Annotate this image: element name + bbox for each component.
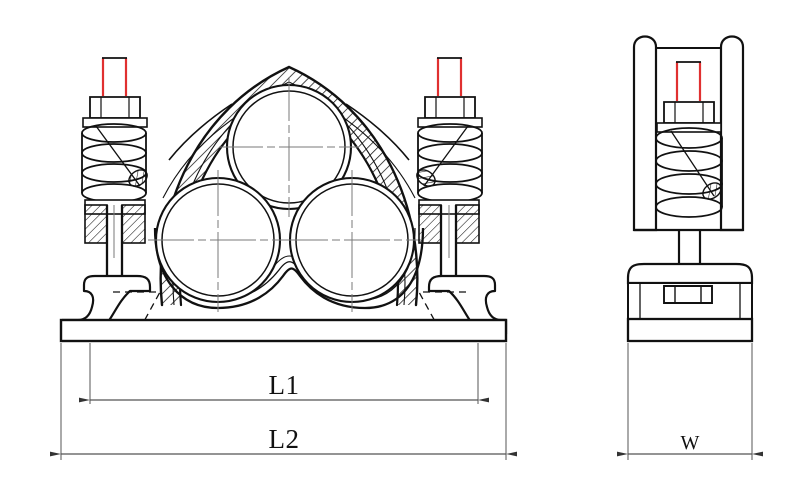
base-plate-front-body [59, 318, 508, 343]
stud-left [101, 57, 128, 96]
clamp-arm-left-inner [162, 111, 244, 199]
spring-seat-right-hatch-right [455, 204, 480, 244]
spring-left-wire-section [128, 169, 148, 187]
washer-right [417, 117, 483, 128]
hex-nut-left-body [89, 96, 141, 119]
stud-right [436, 57, 463, 96]
spring-hanger-right [416, 57, 508, 336]
hex-nut-side [663, 101, 715, 124]
spring-right-wire-section [416, 169, 436, 187]
side-view: W [617, 35, 763, 460]
spring-left-coil-2 [81, 143, 147, 163]
washer-left [82, 117, 148, 128]
pipe-top [219, 77, 359, 217]
spring-side-coil-2 [655, 150, 723, 172]
clamp-arm-left-outer [168, 103, 233, 161]
hex-nut-right [424, 96, 476, 119]
dimension-l2-label: L2 [269, 424, 300, 454]
connecting-rod-side [677, 230, 702, 265]
spring-left [81, 123, 148, 203]
base-block-side [626, 262, 754, 343]
spring-seat-left-hatch-left [84, 204, 108, 244]
spring-right [416, 123, 483, 203]
hex-nut-right-body [424, 96, 476, 119]
dimension-l2: L2 [50, 343, 517, 460]
stud-right-body [438, 58, 461, 96]
spring-side [655, 127, 723, 218]
spring-seat-left [84, 199, 146, 285]
u-bracket [632, 35, 745, 232]
base-block-side-hex-nut [663, 285, 713, 304]
spring-seat-left-hatch-right [121, 204, 146, 244]
pipe-cluster [148, 77, 422, 312]
base-block-side-cap [626, 262, 754, 285]
spring-side-helix-line [670, 130, 715, 197]
u-bracket-post-right [719, 35, 745, 232]
u-bracket-post-left [632, 35, 658, 232]
pipe-bottom-left [148, 170, 288, 312]
base-plate-side [626, 317, 754, 343]
stud-side [675, 61, 702, 101]
stud-side-body [677, 62, 700, 101]
hex-nut-side-body [663, 101, 715, 124]
front-view: L1 L2 [50, 57, 517, 460]
pipe-bottom-right [282, 170, 422, 312]
dimension-l1-label: L1 [269, 370, 300, 400]
spring-hanger-left [60, 57, 162, 336]
clamp-cradle-outer [153, 227, 425, 310]
spring-side-coil-4 [655, 196, 723, 218]
hex-nut-left [89, 96, 141, 119]
clamp-arm-right-inner [334, 111, 416, 199]
clamp-arm-right-outer [345, 103, 410, 161]
clamp-arm-lines [162, 103, 416, 199]
dimension-w: W [617, 343, 763, 460]
dimension-l1: L1 [79, 343, 489, 404]
spring-seat-right [418, 199, 480, 285]
clamp-band-hatch [160, 67, 418, 305]
stud-left-body [103, 58, 126, 96]
dimension-w-label: W [681, 432, 700, 454]
base-plate-front [59, 318, 508, 343]
spring-seat-right-hatch-left [418, 204, 442, 244]
spring-side-wire-section [702, 182, 722, 200]
spring-right-coil-2 [417, 143, 483, 163]
